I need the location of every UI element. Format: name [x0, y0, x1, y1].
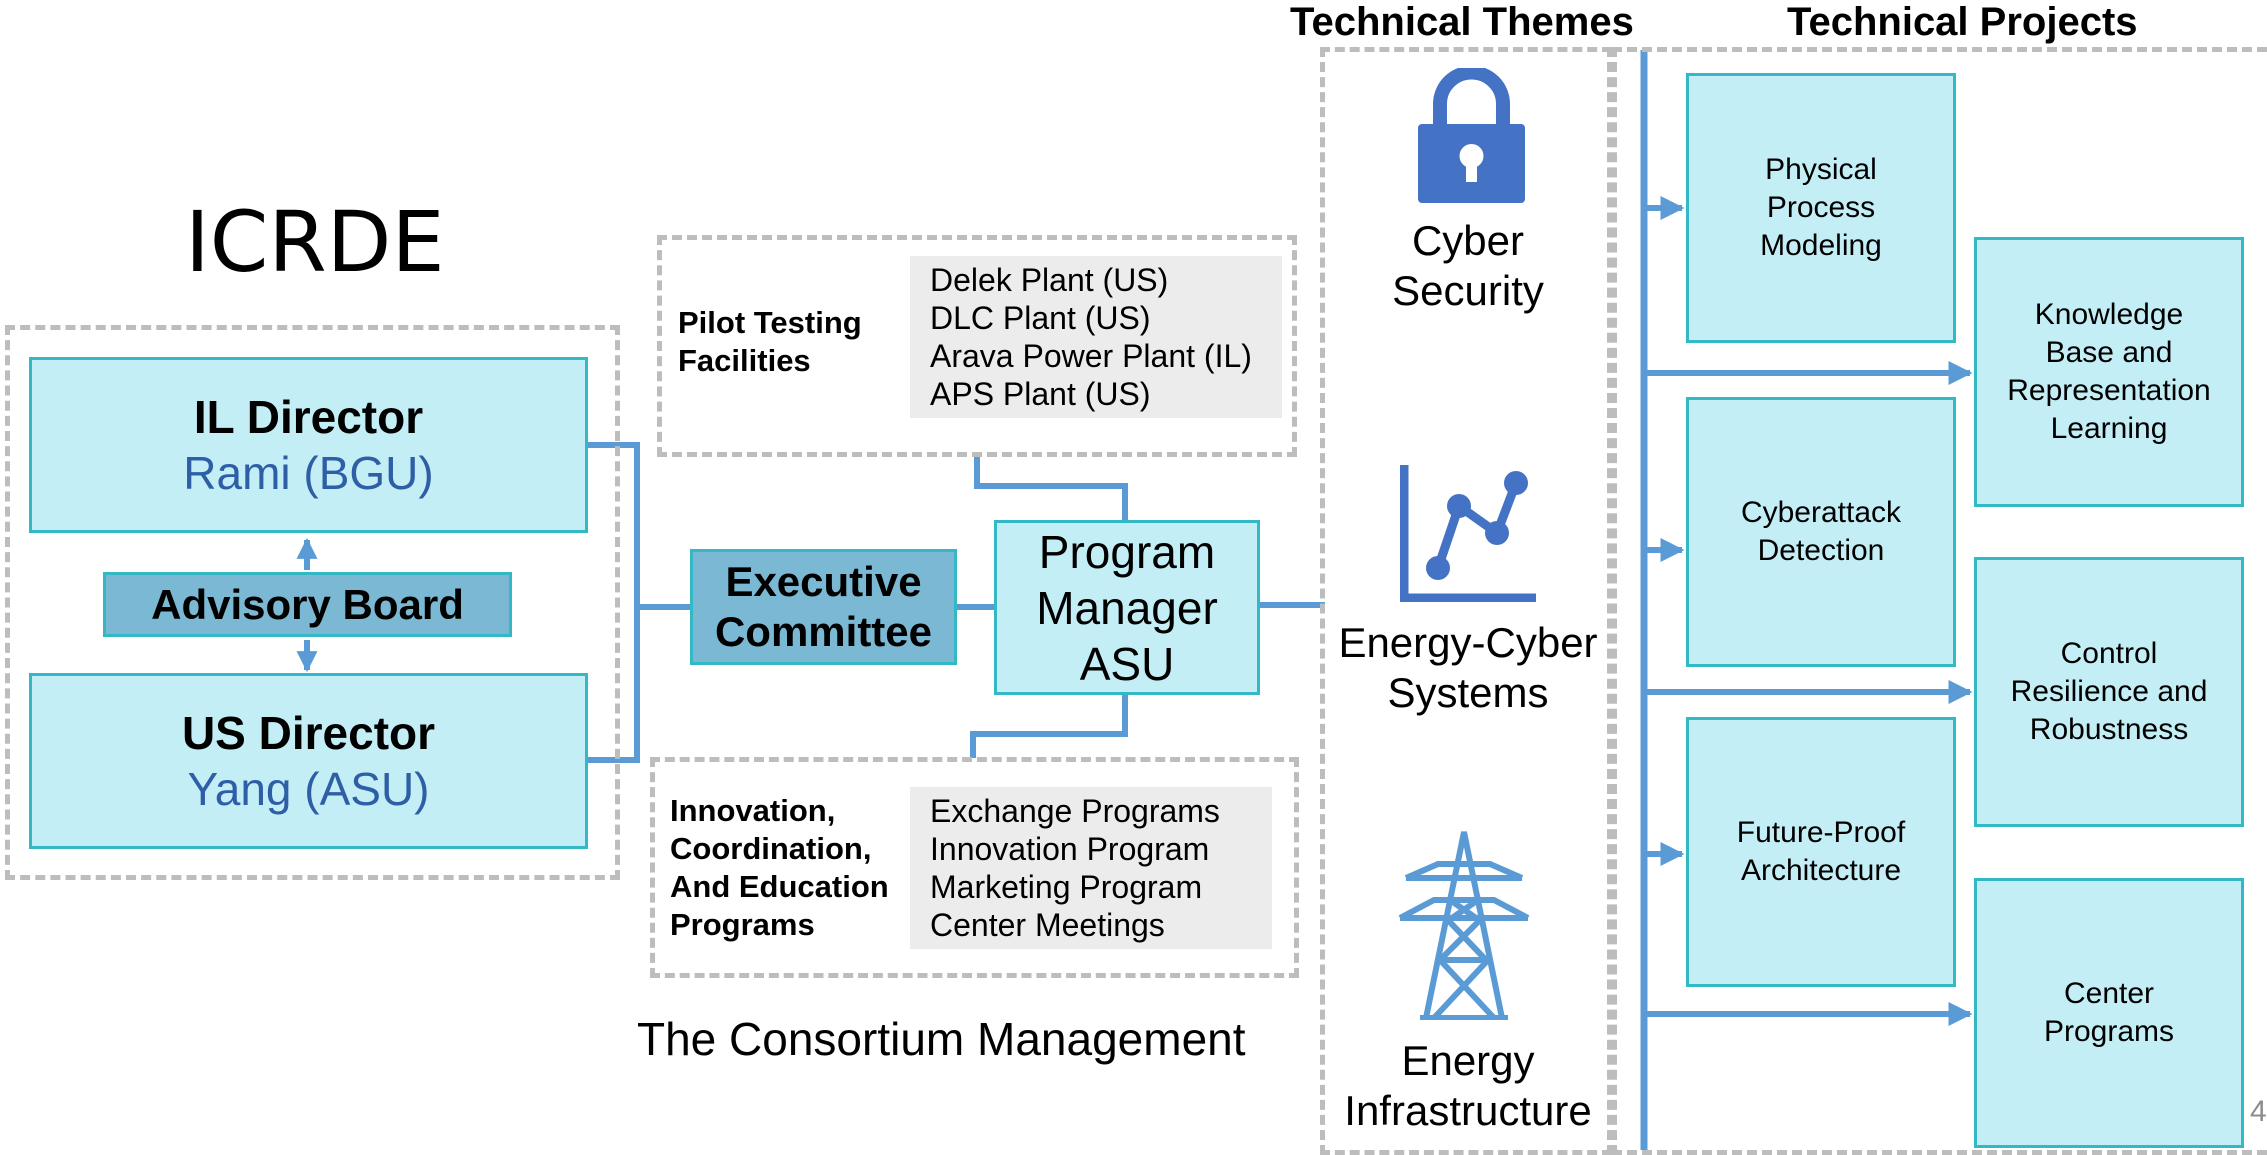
project-label-line: Architecture	[1740, 854, 1902, 887]
il-director-role: IL Director	[193, 391, 424, 443]
project-physical-process-modeling: Physical Process Modeling	[1686, 73, 1956, 343]
project-label-line: Physical	[1765, 153, 1877, 186]
project-label-line: Representation	[2007, 374, 2211, 407]
pilot-facilities-list: Delek Plant (US) DLC Plant (US) Arava Po…	[910, 256, 1282, 418]
consortium-caption: The Consortium Management	[637, 1013, 1246, 1065]
innovation-label: Innovation, Coordination, And Education …	[670, 792, 889, 944]
project-label-line: Resilience and	[2010, 675, 2208, 708]
pilot-testing-label-line: Facilities	[678, 343, 811, 378]
project-center-programs: Center Programs	[1974, 878, 2244, 1148]
project-label-line: Programs	[2043, 1015, 2175, 1048]
technical-projects-group	[1612, 47, 2267, 1155]
theme-label-line: Infrastructure	[1344, 1087, 1592, 1134]
technical-projects-header: Technical Projects	[1787, 0, 2138, 44]
pilot-testing-group	[657, 235, 1297, 457]
theme-label-cyber-security: Cyber Security	[1330, 216, 1606, 316]
executive-committee-box: Executive Committee	[690, 549, 957, 665]
pilot-testing-label: Pilot Testing Facilities	[678, 304, 862, 380]
list-item: Arava Power Plant (IL)	[930, 338, 1252, 374]
project-label-line: Modeling	[1760, 229, 1882, 262]
innovation-label-line: Programs	[670, 907, 815, 942]
list-item: Center Meetings	[930, 907, 1165, 943]
project-label-line: Center	[2063, 977, 2155, 1010]
technical-themes-group	[1320, 47, 1612, 1155]
theme-label-energy-cyber-systems: Energy-Cyber Systems	[1330, 618, 1606, 718]
il-director-box: IL Director Rami (BGU)	[29, 357, 588, 533]
executive-committee-line-2: Committee	[714, 608, 933, 655]
pilot-testing-label-line: Pilot Testing	[678, 305, 862, 340]
executive-committee-line-1: Executive	[725, 558, 922, 605]
advisory-board-box: Advisory Board	[103, 572, 512, 637]
theme-label-line: Cyber	[1411, 217, 1525, 264]
padlock-icon	[1418, 68, 1525, 203]
theme-label-line: Security	[1392, 267, 1544, 314]
innovation-label-line: Coordination,	[670, 831, 872, 866]
innovation-label-line: And Education	[670, 869, 889, 904]
transmission-tower-icon	[1398, 831, 1530, 1020]
project-future-proof-architecture: Future-Proof Architecture	[1686, 717, 1956, 987]
list-item: Exchange Programs	[930, 793, 1220, 829]
theme-label-line: Systems	[1387, 669, 1549, 716]
us-director-name: Yang (ASU)	[187, 763, 430, 815]
innovation-group	[650, 757, 1299, 978]
il-director-name: Rami (BGU)	[183, 447, 434, 499]
list-item: Marketing Program	[930, 869, 1203, 905]
project-knowledge-base: Knowledge Base and Representation Learni…	[1974, 237, 2244, 507]
program-manager-line-2: Manager	[1036, 581, 1218, 634]
list-item: Innovation Program	[930, 831, 1210, 867]
technical-themes-header: Technical Themes	[1290, 0, 1634, 44]
program-manager-line-1: Program	[1038, 525, 1216, 578]
theme-label-line: Energy-Cyber	[1338, 619, 1598, 666]
theme-label-line: Energy	[1401, 1037, 1535, 1084]
project-label-line: Cyberattack	[1740, 496, 1902, 529]
line-chart-icon	[1400, 465, 1536, 602]
directors-group	[5, 325, 620, 880]
list-item: Delek Plant (US)	[930, 262, 1169, 298]
list-item: DLC Plant (US)	[930, 300, 1151, 336]
project-label-line: Control	[2060, 637, 2158, 670]
program-manager-box: Program Manager ASU	[994, 520, 1260, 695]
project-label-line: Knowledge	[2034, 298, 2184, 331]
innovation-programs-list: Exchange Programs Innovation Program Mar…	[910, 787, 1272, 949]
project-label-line: Future-Proof	[1736, 816, 1906, 849]
theme-label-energy-infrastructure: Energy Infrastructure	[1330, 1036, 1606, 1136]
page-title: ICRDE	[185, 193, 445, 291]
project-cyberattack-detection: Cyberattack Detection	[1686, 397, 1956, 667]
project-label-line: Robustness	[2029, 713, 2189, 746]
innovation-label-line: Innovation,	[670, 793, 836, 828]
project-label-line: Detection	[1757, 534, 1885, 567]
us-director-role: US Director	[181, 707, 436, 759]
project-control-resilience: Control Resilience and Robustness	[1974, 557, 2244, 827]
program-manager-line-3: ASU	[1079, 637, 1175, 690]
project-label-line: Base and	[2045, 336, 2173, 369]
project-label-line: Learning	[2050, 412, 2168, 445]
advisory-board-label: Advisory Board	[151, 580, 464, 628]
page-number: 4	[2250, 1095, 2267, 1128]
list-item: APS Plant (US)	[930, 376, 1151, 412]
us-director-box: US Director Yang (ASU)	[29, 673, 588, 849]
project-label-line: Process	[1766, 191, 1876, 224]
